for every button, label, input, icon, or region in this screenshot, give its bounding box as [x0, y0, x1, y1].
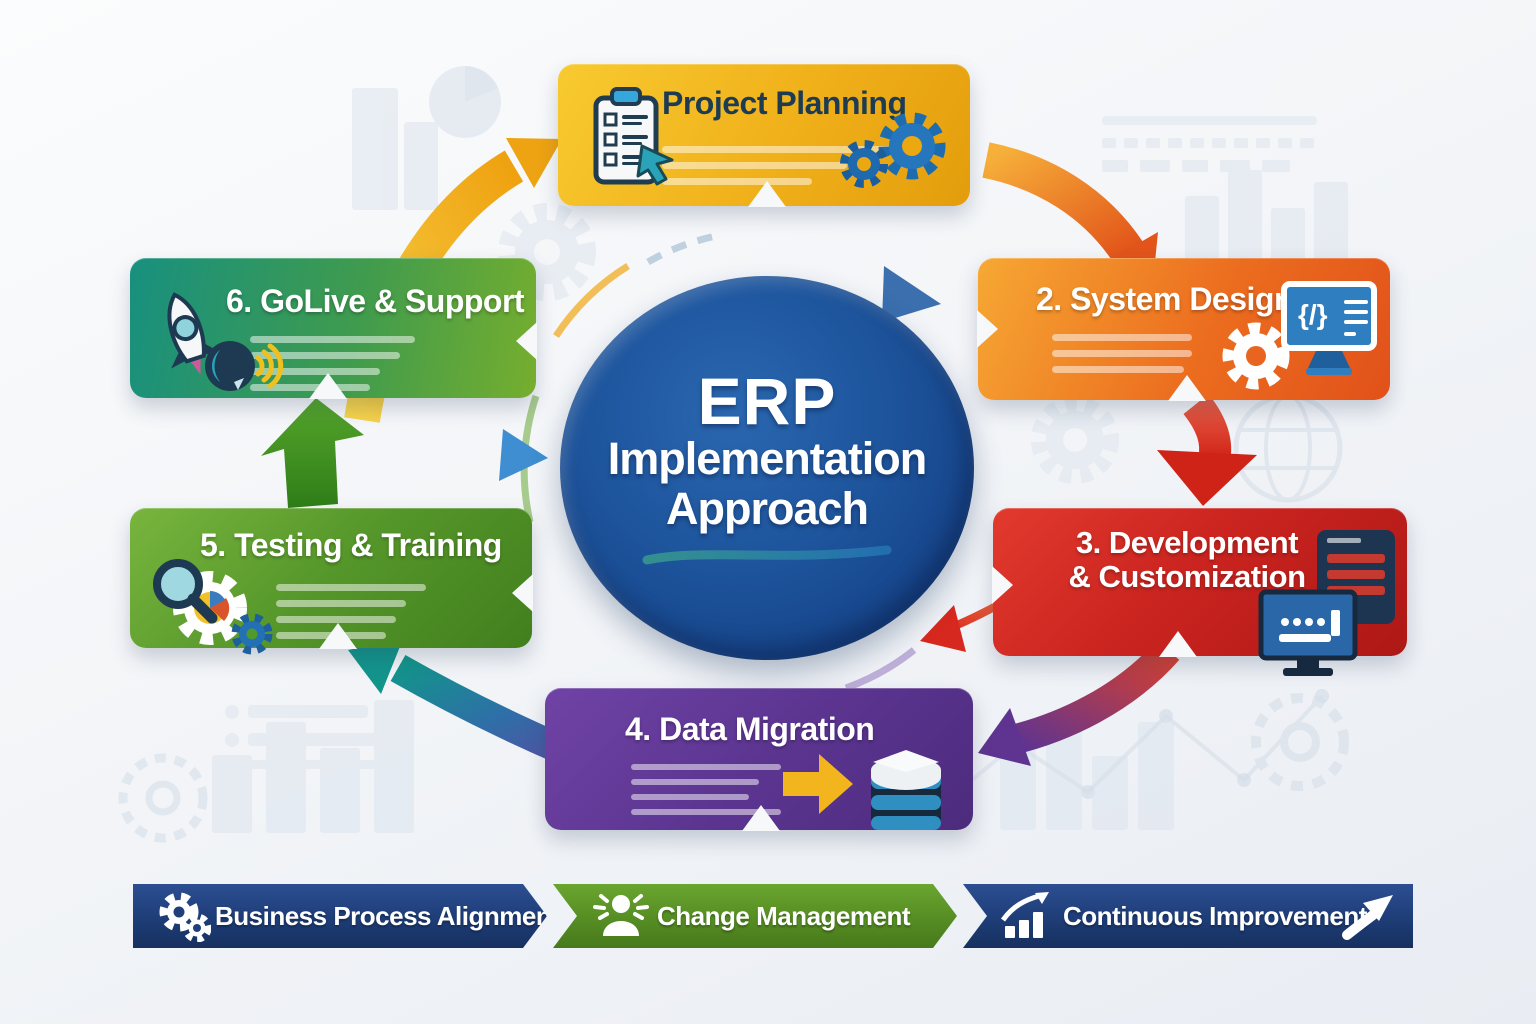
placeholder-lines [1052, 334, 1192, 373]
step-golive-support: 6. GoLive & Support [130, 258, 537, 399]
banner-label: Business Process Alignment [215, 900, 560, 931]
speech-tail [318, 623, 357, 649]
banner-label: Change Management [657, 900, 910, 931]
step-project-planning: Project Planning [558, 64, 970, 207]
speech-tail [741, 805, 780, 831]
gear-monitor-code-icon: {/} [1222, 281, 1377, 390]
step-system-design: 2. System Design {/} [977, 258, 1390, 401]
center-title-line2: Implementation [607, 432, 928, 484]
svg-text:{/}: {/} [1298, 299, 1328, 330]
step-title: Project Planning [662, 85, 907, 121]
banner-label: Continuous Improvement [1063, 900, 1367, 931]
ribbon-notch [516, 322, 537, 360]
center-circle: ERP Implementation Approach [560, 276, 974, 660]
speech-tail [747, 181, 786, 207]
speech-tail [1158, 631, 1197, 657]
swoosh-underline [642, 545, 892, 565]
placeholder-lines [662, 146, 892, 185]
arrow-testing-to-golive [261, 398, 364, 508]
step-title: 5. Testing & Training [200, 527, 502, 563]
magnifier-gear-icon [153, 559, 273, 655]
speech-tail [308, 373, 347, 399]
arrow-database-icon [783, 750, 941, 830]
clipboard-checklist-icon [593, 87, 674, 186]
person-change-icon [591, 888, 651, 942]
ribbon-notch [977, 310, 998, 348]
gears-icon [840, 112, 946, 188]
banner-continuous-improvement: Continuous Improvement [963, 884, 1413, 948]
center-title-line1: ERP [697, 363, 837, 438]
ribbon-notch [512, 574, 533, 612]
gears-icon [155, 890, 211, 942]
step-development-customization: 3. Development & Customization [992, 508, 1407, 676]
step-data-migration: 4. Data Migration [545, 688, 973, 831]
ring-arrowhead-red [920, 605, 966, 652]
ring-arrowhead-blue-left [499, 429, 548, 481]
ribbon-notch [992, 566, 1013, 604]
footer-banner: Business Process Alignment Change Manage… [133, 884, 1413, 948]
center-title-line3: Approach [665, 483, 869, 534]
banner-business-process-alignment: Business Process Alignment [133, 884, 547, 948]
rocket-headset-icon [167, 292, 284, 391]
arrow-design-to-development [1157, 394, 1257, 506]
devices-monitor-icon [1258, 530, 1395, 676]
arrow-development-to-migration [978, 639, 1180, 766]
banner-change-management: Change Management [553, 884, 957, 948]
step-title: 3. Development & Customization [1068, 525, 1306, 595]
step-testing-training: 5. Testing & Training [130, 508, 533, 655]
speech-tail [1167, 375, 1206, 401]
up-right-arrow-icon [1342, 895, 1393, 940]
placeholder-lines [631, 764, 781, 815]
growth-chart-icon [1000, 892, 1049, 938]
